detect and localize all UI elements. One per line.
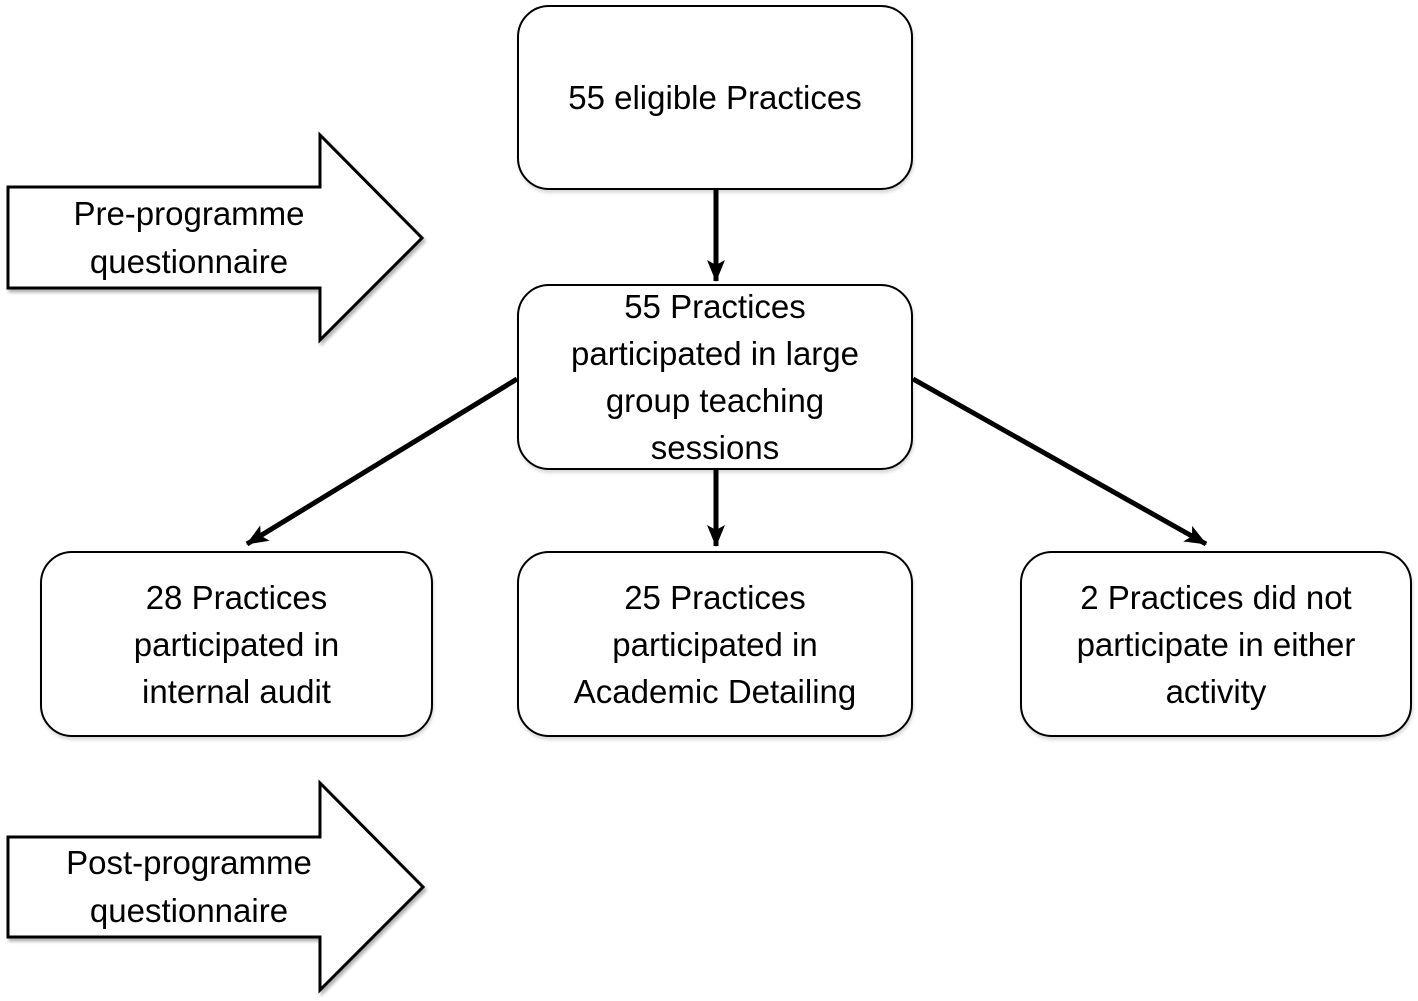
node-text-line: Academic Detailing (573, 672, 857, 710)
node-text-line: sessions (650, 429, 780, 466)
node-text-line: activity (1165, 672, 1267, 710)
annotation-text-line: Post-programme (66, 844, 312, 881)
annotation-text-line: questionnaire (89, 242, 289, 280)
arrow-teaching-to-audit (245, 376, 519, 547)
post-programme-label: Post-programme questionnaire (8, 837, 370, 937)
node-text-line: participate in either (1076, 625, 1356, 663)
node-text-line: participated in (133, 625, 340, 663)
node-text-line: participated in (612, 625, 818, 663)
node-text-line: 28 Practices (145, 578, 328, 616)
pre-programme-block-arrow (6, 131, 425, 344)
node-text-line: 55 eligible Practices (568, 79, 862, 116)
node-teaching-sessions: 55 Practices participated in large group… (517, 284, 913, 470)
arrow-teaching-to-none (911, 376, 1208, 547)
node-text-line: 55 Practices (624, 288, 806, 325)
node-text-line: 25 Practices (624, 578, 806, 616)
node-no-participation: 2 Practices did not participate in eithe… (1020, 551, 1412, 737)
annotation-text-line: questionnaire (89, 892, 289, 929)
post-programme-block-arrow (6, 779, 426, 994)
node-internal-audit: 28 Practices participated in internal au… (40, 551, 433, 737)
node-academic-detailing: 25 Practices participated in Academic De… (517, 551, 913, 737)
node-text-line: participated in large (570, 335, 859, 372)
node-text-line: group teaching (605, 382, 825, 419)
pre-programme-label: Pre-programme questionnaire (8, 187, 370, 288)
node-text-line: internal audit (142, 672, 331, 710)
node-eligible-practices: 55 eligible Practices (517, 5, 913, 190)
annotation-text-line: Pre-programme (73, 194, 305, 232)
node-text-line: 2 Practices did not (1080, 578, 1352, 616)
